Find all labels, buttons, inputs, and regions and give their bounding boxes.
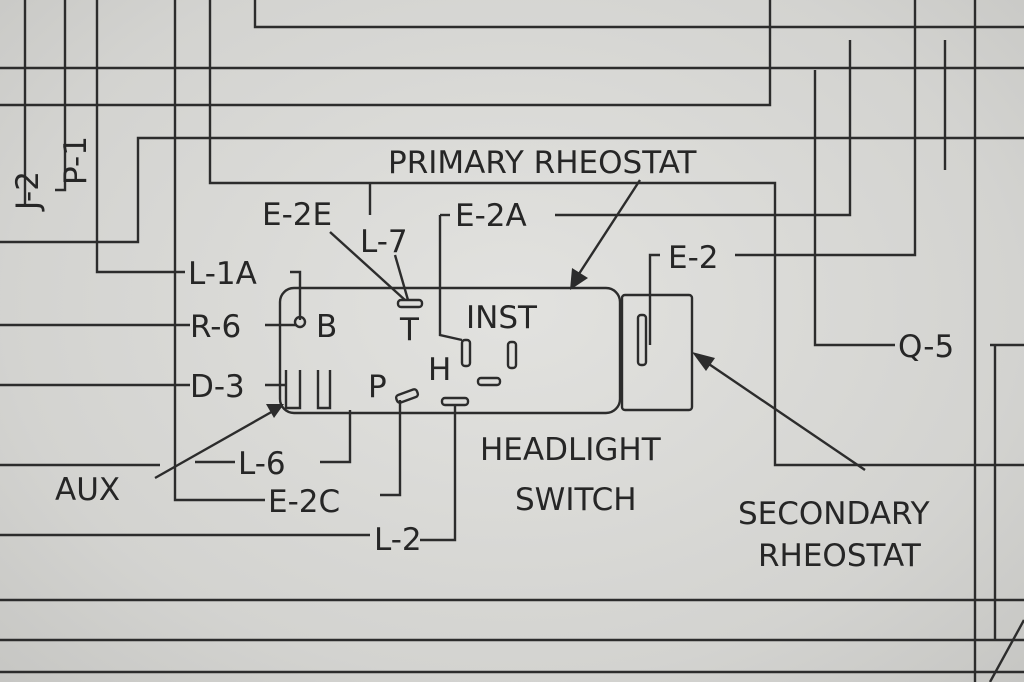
label-primary-rheostat: PRIMARY RHEOSTAT (388, 145, 698, 181)
label-aux: AUX (55, 472, 120, 508)
label-t: T (399, 312, 420, 348)
label-d3: D-3 (190, 369, 245, 405)
label-l7: L-7 (360, 224, 408, 260)
label-secondary: SECONDARY (738, 496, 930, 532)
label-e2a: E-2A (455, 198, 527, 234)
label-l2: L-2 (374, 522, 422, 558)
label-j2: J-2 (10, 171, 46, 212)
label-r6: R-6 (190, 309, 241, 345)
label-switch: SWITCH (515, 482, 637, 518)
label-l1a: L-1A (188, 256, 257, 292)
label-e2: E-2 (668, 240, 719, 276)
label-rheostat: RHEOSTAT (758, 538, 922, 574)
label-p1: P-1 (58, 136, 94, 185)
label-q5: Q-5 (898, 329, 954, 365)
label-inst: INST (466, 300, 538, 336)
label-e2c: E-2C (268, 484, 340, 520)
label-b: B (316, 309, 337, 345)
headlight-switch-body (278, 286, 694, 415)
label-headlight: HEADLIGHT (480, 432, 662, 468)
labels: J-2 P-1 PRIMARY RHEOSTAT E-2E L-7 E-2A E… (10, 136, 954, 574)
label-p: P (368, 369, 387, 405)
label-h: H (428, 352, 451, 388)
arrows (154, 179, 866, 480)
label-e2e: E-2E (262, 197, 332, 233)
label-l6: L-6 (238, 446, 286, 482)
